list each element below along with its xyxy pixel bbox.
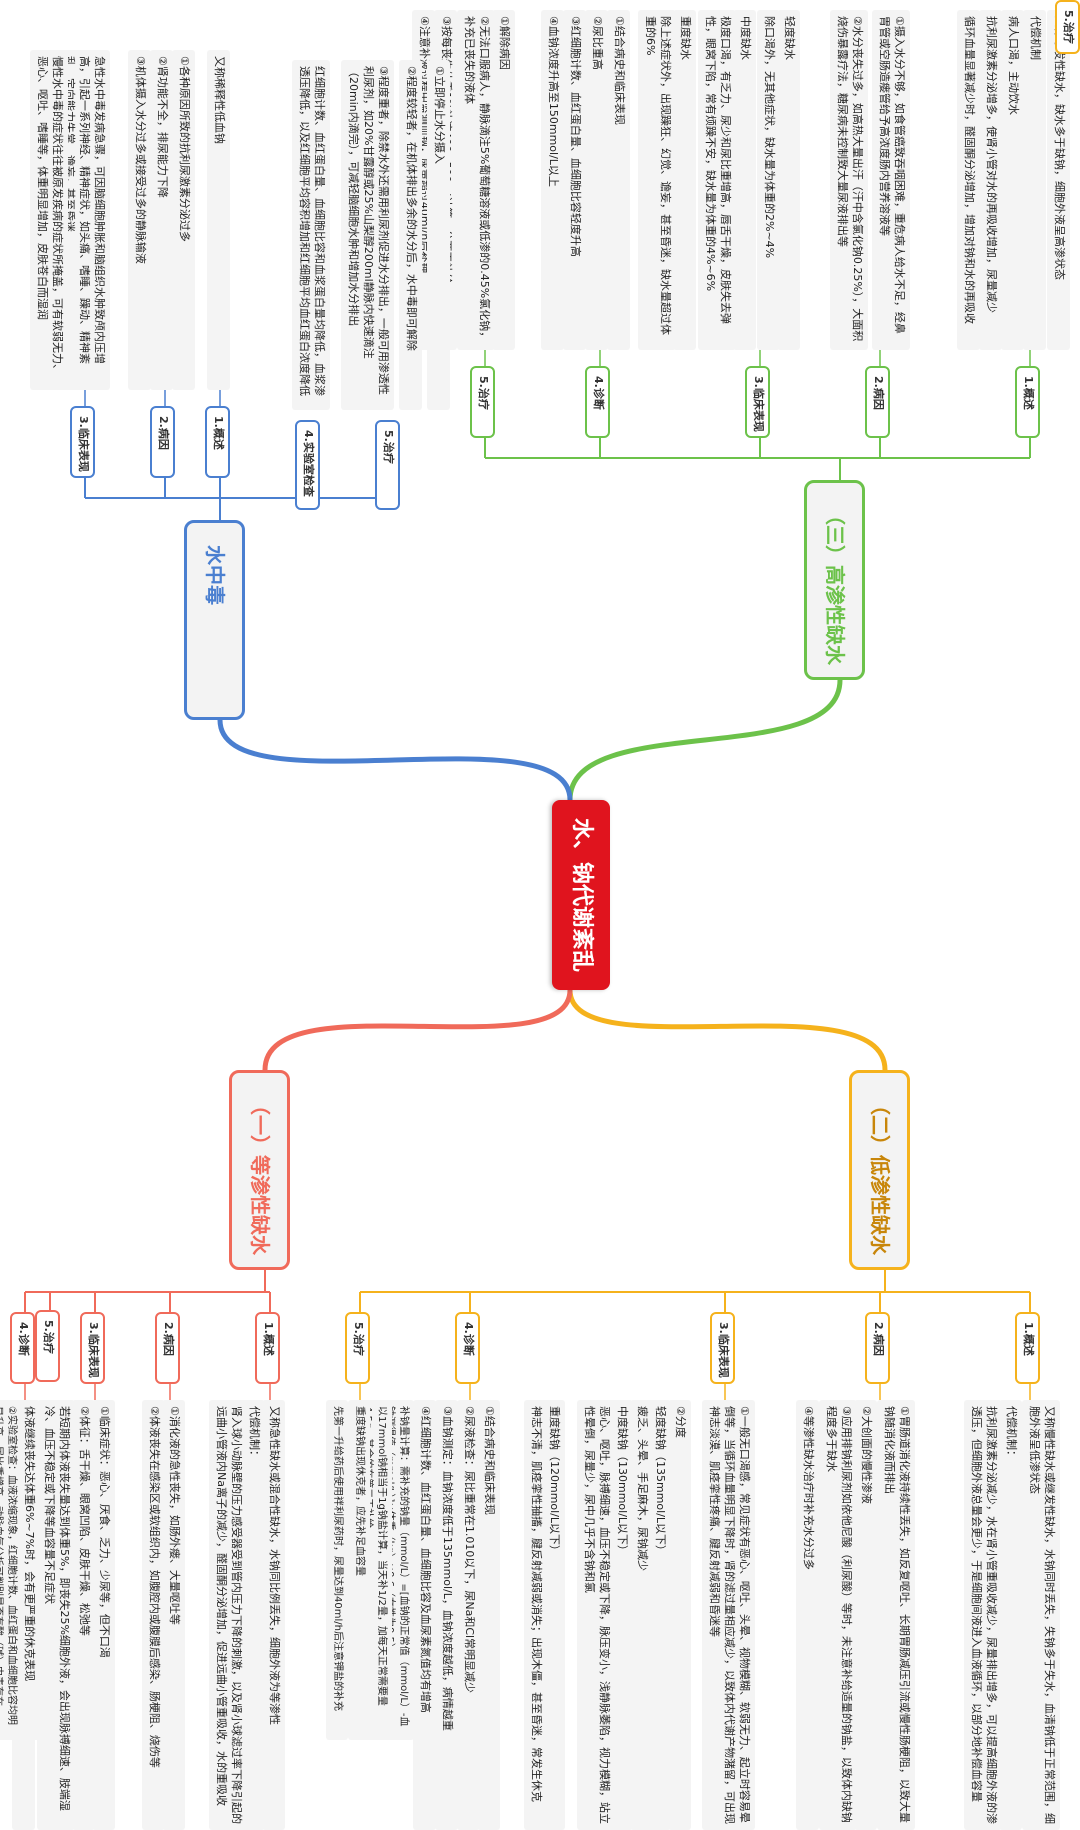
hypotonic-clinical-item: ①一般无口渴感，常见症状有恶心、呕吐、头晕、视物模糊、软弱无力、起立时容易晕倒等… — [702, 1400, 755, 1830]
hypertonic-clinical-item: 除口渴外，无其他症状，缺水量为体重的2%~4% — [757, 10, 780, 350]
water_intox-lab-item: 红细胞计数、血红蛋白量、血细胞比容和血浆蛋白量均降低，血浆渗透压降低，以及红细胞… — [292, 60, 330, 410]
branch-isotonic-dehydration[interactable]: （一）等渗性缺水 — [229, 1070, 290, 1270]
water_intox-treatment-item: ②程度较轻者，在机体排出多余的水分后，水中毒即可解除 — [399, 60, 422, 410]
water_intox-lab-label[interactable]: 4.实验室检查 — [295, 420, 320, 510]
hypertonic-clinical-item: 极度口渴，有乏力、尿少和尿比重增高，唇舌干燥，皮肤失去弹性，眼窝下陷，常有烦躁不… — [698, 10, 736, 350]
hypotonic-overview-item: 代偿机制： — [999, 1400, 1022, 1830]
water_intox-overview-label[interactable]: 1.概述 — [205, 406, 230, 478]
connector-line — [217, 719, 573, 801]
hypotonic-diagnosis-item: ③血钠测定：血钠浓度低于135mmol/L，血钠浓度越低，病情越重 — [435, 1400, 458, 1830]
isotonic-cause-label[interactable]: 2.病因 — [155, 1312, 180, 1384]
hypotonic-diagnosis-item: ②尿液检查：尿比重常在1.010以下，尿Na和Cl常明显减少 — [457, 1400, 480, 1830]
isotonic-overview-item: 又称急性缺水或混合性缺水，水钠同比例丢失，细胞外液为等渗性 — [262, 1400, 285, 1830]
connector-line — [567, 989, 888, 1071]
hypertonic-clinical-item: 除上述症状外，出现躁狂、幻觉、谵妄，甚至昏迷，缺水量超过体重的6% — [638, 10, 676, 350]
isotonic-treatment-label[interactable]: 5.治疗 — [35, 1310, 60, 1382]
connector-line — [262, 989, 573, 1071]
hypertonic-diagnosis-item: ③红细胞计数、血红蛋白量、血细胞比容轻度升高 — [563, 10, 586, 350]
hypotonic-clinical-item: 疲乏、头晕、手足麻木，尿钠减少 — [630, 1400, 653, 1830]
hypertonic-cause-item: ①摄入水分不够，如食管癌致吞咽困难，重危病人给水不足，经鼻胃管或空肠造瘘管给予高… — [872, 10, 910, 350]
isotonic-clinical-item: ①临床症状：恶心、厌食、乏力、少尿等，但不口渴 — [92, 1400, 115, 1830]
hypertonic-overview-item: 循环血量显著减少时，醛固酮分泌增加，增加对钠和水的再吸收 — [957, 10, 980, 350]
water_intox-overview-item: 又称稀释性低血钠 — [207, 50, 230, 390]
hypotonic-treatment-label[interactable]: 5.治疗 — [1055, 0, 1080, 54]
hypotonic-clinical-label[interactable]: 3.临床表现 — [710, 1312, 735, 1384]
water_intox-cause-item: ②肾功能不全，排尿能力下降 — [150, 50, 173, 390]
isotonic-cause-item: ②体液丧失在感染区或软组织内，如腹腔内或腹膜后感染、肠梗阻、烧伤等 — [142, 1400, 165, 1830]
hypotonic-diagnosis-item: ④红细胞计数、血红蛋白量、血细胞比容及血尿素氮值均有增高 — [413, 1400, 436, 1830]
hypotonic-treatment-item: 重度缺钠出现休克者，应先补足血容量 — [348, 1400, 370, 1740]
hypotonic-clinical-item: 神志不清，肌痉挛性抽搐，腱反射减弱或消失；出现木僵，甚至昏迷，常发生休克 — [524, 1400, 547, 1830]
branch-hypotonic-dehydration[interactable]: （二）低渗性缺水 — [849, 1070, 910, 1270]
hypertonic-clinical-item: 中度缺水 — [733, 10, 756, 350]
hypotonic-cause-item: ④等渗性缺水治疗时补充水分过多 — [796, 1400, 819, 1830]
hypotonic-overview-item: 又称慢性缺水或继发性缺水，水钠同时丢失，失钠多于失水，血清钠低于正常范围，细胞外… — [1022, 1400, 1060, 1830]
hypertonic-diagnosis-item: ②尿比重高 — [585, 10, 608, 350]
isotonic-clinical-item: 若短期内体液丧失量达到体重5%，即丧失25%细胞外液，会出现脉搏细速、肢端湿冷、… — [37, 1400, 75, 1830]
hypertonic-overview-item: 代偿机制 — [1023, 10, 1046, 350]
hypertonic-clinical-label[interactable]: 3.临床表现 — [745, 366, 770, 438]
hypotonic-cause-label[interactable]: 2.病因 — [865, 1312, 890, 1384]
water_intox-treatment-item: ③程度重者，除禁水外还需用利尿剂促进水分排出，一般可用渗透性利尿剂，如20%甘露… — [341, 60, 394, 410]
hypertonic-cause-item: ②水分丧失过多，如高热大量出汗（汗中含氯化钠0.25%），大面积烧伤暴露疗法，糖… — [830, 10, 868, 350]
hypertonic-clinical-item: 轻度缺水 — [777, 10, 800, 350]
hypertonic-diagnosis-label[interactable]: 4.诊断 — [585, 366, 610, 438]
isotonic-diagnosis-item: ②实验室检查：血液浓缩现象，红细胞计数、血红蛋白和血细胞比容均明显升高，尿比重增… — [0, 1400, 22, 1740]
hypotonic-treatment-item: 先第一升给药后使用袢利尿药时，尿量达到40ml/h后注意钾盐的补充 — [326, 1400, 348, 1740]
hypertonic-cause-label[interactable]: 2.病因 — [865, 366, 890, 438]
hypotonic-clinical-item: ②分度 — [668, 1400, 691, 1830]
isotonic-overview-label[interactable]: 1.概述 — [255, 1312, 280, 1384]
water_intox-cause-item: ①各种原因所致的抗利尿激素分泌过多 — [172, 50, 195, 390]
water_intox-clinical-label[interactable]: 3.临床表现 — [70, 406, 95, 478]
hypertonic-diagnosis-item: ①结合病史和临床表现 — [607, 10, 630, 350]
hypertonic-overview-item: 抗利尿激素分泌增多，使肾小管对水的再吸收增加，尿量减少 — [979, 10, 1002, 350]
hypertonic-clinical-item: 重度缺水 — [673, 10, 696, 350]
hypotonic-cause-item: ③应用排钠利尿剂如依他尼酸（利尿酸）等时，未注意补给适量的钠盐，以致体内缺钠程度… — [819, 1400, 857, 1830]
hypotonic-overview-item: 抗利尿激素分泌减少，水在肾小管重吸收减少，尿量排出增多，可以提高细胞外液的渗透压… — [964, 1400, 1002, 1830]
hypotonic-cause-item: ②大创面的慢性渗液 — [854, 1400, 877, 1830]
water_intox-cause-item: ③机体摄入水分过多或接受过多的静脉输液 — [128, 50, 151, 390]
branch-hypertonic-dehydration[interactable]: （三）高渗性缺水 — [804, 480, 865, 680]
hypertonic-overview-item: 又称原发性缺水，缺水多于缺钠，细胞外液呈高渗状态 — [1047, 10, 1070, 350]
root-topic[interactable]: 水、钠代谢紊乱 — [552, 800, 610, 990]
water_intox-cause-label[interactable]: 2.病因 — [150, 406, 175, 478]
hypertonic-overview-item: 病人口渴，主动饮水 — [1001, 10, 1024, 350]
water_intox-treatment-label[interactable]: 5.治疗 — [375, 420, 400, 510]
hypotonic-overview-label[interactable]: 1.概述 — [1015, 1312, 1040, 1384]
water_intox-clinical-item: 慢性水中毒的症状往往被原发疾病的症状所掩盖，可有软弱无力、恶心、呕吐、嗜睡等，体… — [30, 50, 68, 390]
hypertonic-overview-label[interactable]: 1.概述 — [1015, 366, 1040, 438]
hypotonic-treatment-label[interactable]: 5.治疗 — [345, 1312, 370, 1384]
hypotonic-diagnosis-label[interactable]: 4.诊断 — [455, 1312, 480, 1384]
water_intox-treatment-item: ①立即停止水分摄入 — [427, 60, 450, 410]
branch-water-intoxication[interactable]: 水中毒 — [184, 520, 245, 720]
isotonic-diagnosis-label[interactable]: 4.诊断 — [10, 1312, 35, 1384]
hypertonic-diagnosis-item: ④血钠浓度升高至150mmol/L以上 — [541, 10, 564, 350]
isotonic-cause-item: ①消化液的急性丧失，如肠外瘘、大量呕吐等 — [162, 1400, 185, 1830]
hypertonic-treatment-item: ①解除病因 — [492, 10, 515, 350]
hypertonic-treatment-item: ②无法口服病人，静脉滴注5%葡萄糖溶液或低渗的0.45%氯化钠，补充已丧失的液体 — [457, 10, 495, 350]
hypotonic-diagnosis-item: ①结合病史和临床表现 — [477, 1400, 500, 1830]
isotonic-clinical-item: ②体征：舌干燥、眼窝凹陷、皮肤干燥、松弛等 — [72, 1400, 95, 1830]
hypotonic-clinical-item: 恶心、呕吐，脉搏细速，血压不稳定或下降，脉压变小，浅静脉萎陷，视力模糊，站立性晕… — [577, 1400, 615, 1830]
hypertonic-treatment-label[interactable]: 5.治疗 — [470, 366, 495, 438]
isotonic-overview-item: 肾入球小动脉壁的压力感受器受到管内压力下降的刺激，以及肾小球滤过率下降引起的远曲… — [209, 1400, 247, 1830]
isotonic-clinical-label[interactable]: 3.临床表现 — [80, 1312, 105, 1384]
hypotonic-cause-item: ①胃肠道消化液持续性丢失，如反复呕吐、长期胃肠减压引流或慢性肠梗阻，以致大量钠随… — [877, 1400, 915, 1830]
connector-line — [567, 679, 843, 801]
